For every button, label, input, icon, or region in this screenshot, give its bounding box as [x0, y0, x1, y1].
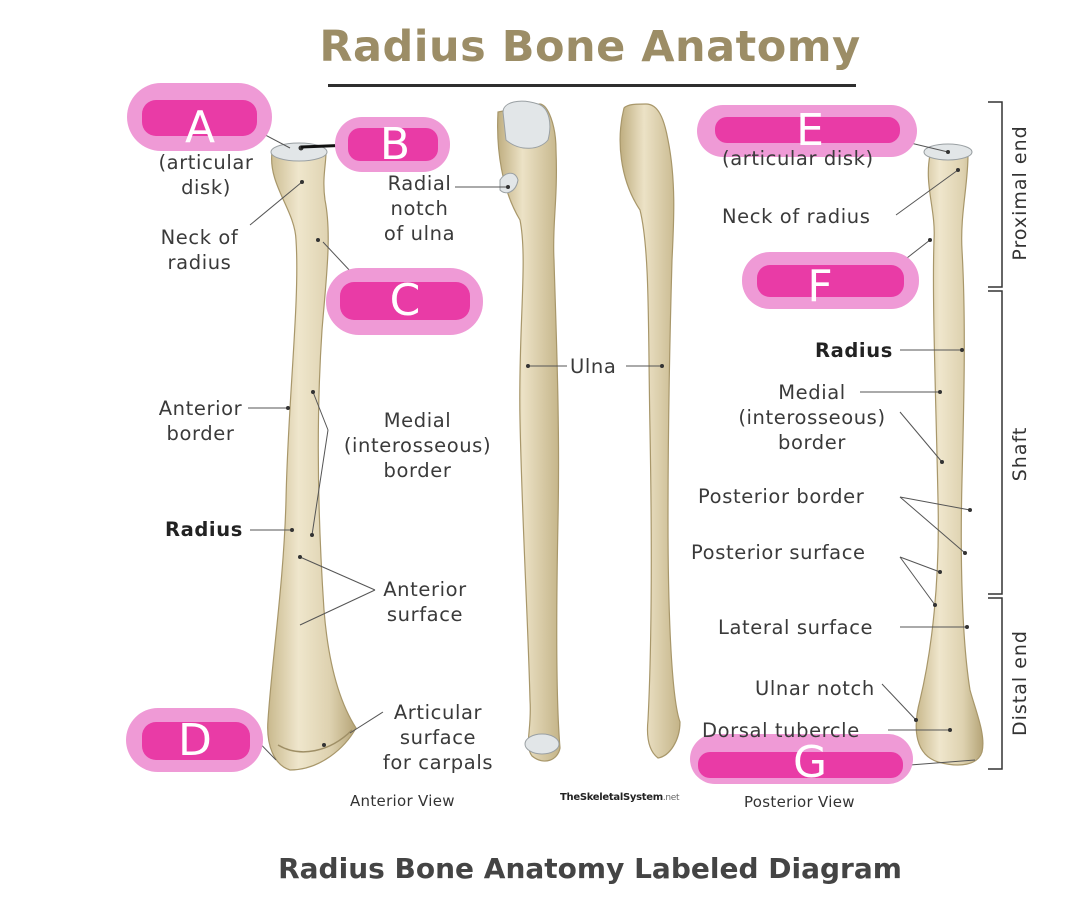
pill-letter-g: G	[792, 737, 828, 788]
label-medial-border-anterior: Medial (interosseous) border	[343, 409, 492, 482]
label-ulna: Ulna	[570, 355, 617, 378]
label-posterior-view: Posterior View	[744, 793, 855, 811]
region-brackets	[988, 101, 1003, 770]
label-articular-surface-for-carpals: Articular surface for carpals	[382, 701, 494, 774]
anterior-radius-bone	[267, 151, 357, 771]
label-posterior-border: Posterior border	[698, 485, 865, 508]
label-radius-posterior: Radius	[815, 339, 893, 362]
pill-letter-b: B	[379, 119, 411, 170]
watermark-suffix: .net	[662, 793, 680, 803]
diagram-caption: Radius Bone Anatomy Labeled Diagram	[278, 852, 902, 885]
pill-letter-d: D	[178, 715, 212, 766]
label-neck-of-radius-anterior: Neck of radius	[160, 226, 239, 274]
label-anterior-surface: Anterior surface	[383, 578, 467, 626]
label-medial-border-posterior: Medial (interosseous) border	[738, 381, 886, 454]
label-neck-of-radius-posterior: Neck of radius	[722, 205, 871, 228]
answer-pills	[126, 83, 919, 784]
label-posterior-surface: Posterior surface	[691, 541, 866, 564]
pill-letter-a: A	[184, 102, 216, 153]
region-distal-end: Distal end	[1009, 630, 1031, 737]
label-dorsal-tubercle: Dorsal tubercle	[702, 719, 860, 742]
label-lateral-surface: Lateral surface	[718, 616, 874, 639]
label-radius-anterior: Radius	[165, 518, 243, 541]
watermark-logo: TheSkeletalSystem.net	[560, 792, 680, 803]
pill-letter-c: C	[389, 275, 421, 326]
leader-dots-left	[286, 145, 664, 747]
posterior-ulna-bone	[619, 103, 681, 759]
leader-lines-right	[860, 139, 976, 766]
leader-dots-right	[883, 150, 972, 732]
label-ulnar-notch: Ulnar notch	[755, 677, 875, 700]
pill-letter-f: F	[807, 261, 833, 312]
label-anterior-border: Anterior border	[158, 397, 243, 445]
label-anterior-view: Anterior View	[350, 792, 455, 810]
watermark-brand: TheSkeletalSystem	[560, 792, 663, 803]
posterior-radius-bone	[915, 154, 984, 766]
anterior-ulna-bone	[497, 103, 561, 762]
page-title: Radius Bone Anatomy	[319, 22, 861, 72]
region-proximal-end: Proximal end	[1009, 125, 1031, 261]
leader-lines-left	[243, 126, 662, 761]
label-articular-disk-anterior: (articular disk)	[158, 151, 254, 199]
pill-letter-e: E	[796, 105, 824, 156]
label-radial-notch-of-ulna: Radial notch of ulna	[383, 172, 456, 245]
label-articular-disk-posterior: (articular disk)	[722, 147, 874, 170]
title-underline	[328, 84, 856, 87]
region-shaft: Shaft	[1009, 426, 1031, 482]
